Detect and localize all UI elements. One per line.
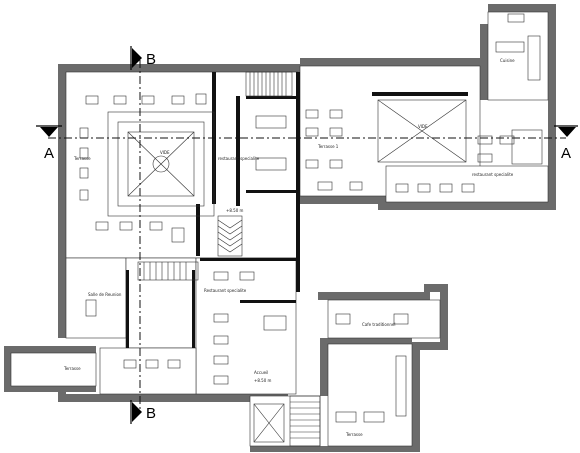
section-marker-a-left: A [36,125,62,162]
label-terrasse-bottom: Terrasse [345,432,363,437]
table-group-lower [85,271,409,423]
stairs-middle [217,215,243,257]
label-level-mark-2: +8.50 m [226,208,244,213]
section-label-a-left: A [44,145,54,162]
section-label-a-right: A [561,145,571,162]
label-cafe-traditionnel: Cafe traditionnel [362,322,395,327]
section-marker-a-right: A [554,125,578,162]
elevator [253,403,285,443]
label-restaurant-specialite-1: restaurant specialite [218,156,260,161]
section-label-b-bottom: B [146,405,156,422]
section-lines [48,60,566,410]
furniture [79,13,543,423]
label-salle-de-reunion: Salle de Reunion [88,292,122,297]
label-terrasse-1: Terrasse 1 [317,144,339,149]
label-cuisine: Cuisine [500,58,515,63]
stairs-bottom [289,395,321,447]
label-accueil: Accueil [254,370,268,375]
kitchen-equipment [495,13,541,81]
section-marker-b-top: B [130,46,156,70]
label-vide-left: VIDE [160,150,170,155]
stairs-left [137,261,199,281]
void-left: VIDE [107,111,215,217]
stairs-top [245,71,293,97]
section-marker-b-bottom: B [130,400,156,424]
section-label-b-top: B [146,51,156,68]
table-group-terrace [255,109,543,193]
label-level-mark: +8.50 m [254,378,272,383]
label-vide-right: VIDE [418,124,428,129]
room-labels: Terrasse Terrasse 1 restaurant specialit… [63,58,515,437]
label-terrasse-left: Terrasse [73,156,91,161]
inner-walls [10,11,549,447]
table-group [79,93,207,243]
void-right: VIDE [377,99,467,163]
label-terrasse-bottom-left: Terrasse [63,366,81,371]
label-restaurant-specialite-2: restaurant specialite [472,172,514,177]
label-restaurant-specialite-3: Restaurant specialite [204,288,247,293]
